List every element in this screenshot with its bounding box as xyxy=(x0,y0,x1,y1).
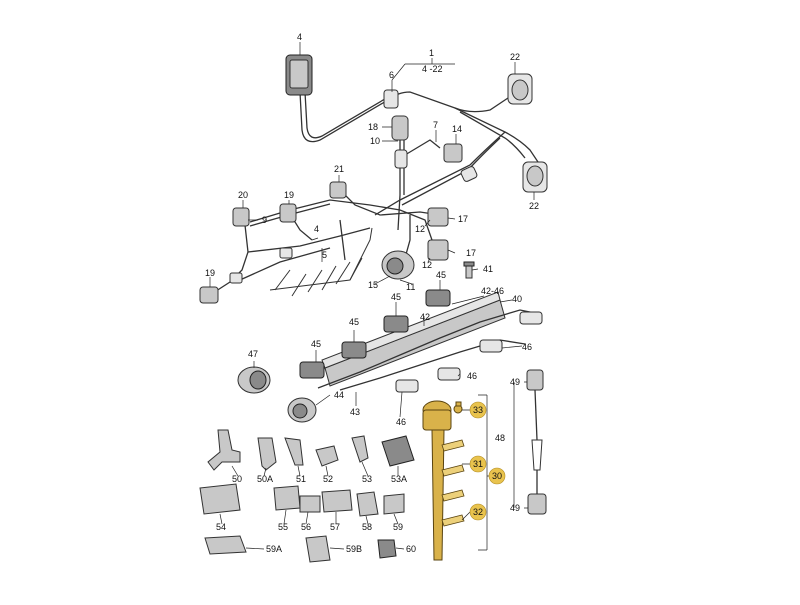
callout-30: 30 xyxy=(492,471,502,481)
callout-14: 14 xyxy=(452,124,462,134)
callout-45-b: 45 xyxy=(391,292,401,302)
callout-11: 11 xyxy=(406,282,415,292)
callout-22-top: 22 xyxy=(510,52,520,62)
highlighted-harness-30 xyxy=(422,400,465,561)
connector-4 xyxy=(285,54,313,96)
callout-53A: 53A xyxy=(391,474,407,484)
connector-14 xyxy=(443,143,463,163)
callout-58: 58 xyxy=(362,522,372,532)
connector-22-top xyxy=(507,73,533,105)
callout-49-upper: 49 xyxy=(510,377,520,387)
connector-19-upper xyxy=(279,203,297,223)
connector-22-bottom xyxy=(522,161,548,193)
callout-46-c: 46 xyxy=(396,417,406,427)
callout-9: 9 xyxy=(262,215,267,225)
callout-19-lower: 19 xyxy=(205,268,215,278)
callout-40: 40 xyxy=(512,294,522,304)
callout-50: 50 xyxy=(232,474,242,484)
callout-51: 51 xyxy=(296,474,306,484)
connector-11 xyxy=(381,250,415,280)
callout-6: 6 xyxy=(389,70,394,80)
callout-41: 41 xyxy=(483,264,493,274)
callout-19-upper: 19 xyxy=(284,190,294,200)
callout-20: 20 xyxy=(238,190,248,200)
connector-21 xyxy=(329,181,347,199)
callout-59B: 59B xyxy=(346,544,362,554)
connector-17-upper xyxy=(427,207,449,227)
callout-49-lower: 49 xyxy=(510,503,520,513)
connector-19-lower xyxy=(199,286,219,304)
grommet-47 xyxy=(237,366,271,394)
bolt-41 xyxy=(463,261,475,279)
callout-12-upper: 12 xyxy=(415,224,425,234)
callout-57: 57 xyxy=(330,522,340,532)
callout-45-d: 45 xyxy=(311,339,321,349)
callout-48: 48 xyxy=(495,433,505,443)
callout-4-harness: 4 xyxy=(314,224,319,234)
callout-53: 53 xyxy=(362,474,372,484)
callout-42: 42 xyxy=(420,312,430,322)
callout-59: 59 xyxy=(393,522,403,532)
leader-lines xyxy=(209,42,535,551)
callout-15: 15 xyxy=(368,280,378,290)
callout-17-lower: 17 xyxy=(466,248,476,258)
callout-43: 43 xyxy=(350,407,360,417)
highlight-bubbles xyxy=(469,401,506,521)
callout-59A: 59A xyxy=(266,544,282,554)
callout-55: 55 xyxy=(278,522,288,532)
callout-21: 21 xyxy=(334,164,344,174)
callout-5: 5 xyxy=(322,250,327,260)
callout-7: 7 xyxy=(433,120,438,130)
connector-17-lower xyxy=(427,239,449,261)
callout-46-b: 46 xyxy=(467,371,477,381)
callout-45-c: 45 xyxy=(349,317,359,327)
callout-46-a: 46 xyxy=(522,342,532,352)
callout-12-lower: 12 xyxy=(422,260,432,270)
callout-54: 54 xyxy=(216,522,226,532)
callout-45-a: 45 xyxy=(436,270,446,280)
callout-18: 18 xyxy=(368,122,378,132)
callout-52: 52 xyxy=(323,474,333,484)
callout-4-22: 4 -22 xyxy=(422,64,443,74)
callout-47: 47 xyxy=(248,349,258,359)
callout-31: 31 xyxy=(473,459,483,469)
callout-60: 60 xyxy=(406,544,416,554)
connector-18 xyxy=(391,115,409,141)
callout-44: 44 xyxy=(334,390,344,400)
callout-labels: 1 4 -22 4 6 22 22 18 10 7 14 21 20 19 9 … xyxy=(205,32,539,554)
callout-4: 4 xyxy=(297,32,302,42)
callout-1: 1 xyxy=(429,48,434,58)
connector-20 xyxy=(232,207,250,227)
callout-32: 32 xyxy=(473,507,483,517)
callout-56: 56 xyxy=(301,522,311,532)
brackets xyxy=(199,429,415,563)
injector-rail-40 xyxy=(287,289,543,423)
callout-50A: 50A xyxy=(257,474,273,484)
callout-42-46: 42-46 xyxy=(481,286,504,296)
callout-33: 33 xyxy=(473,405,483,415)
sensor-48 xyxy=(526,369,547,515)
callout-22-bottom: 22 xyxy=(529,201,539,211)
callout-17-upper: 17 xyxy=(458,214,468,224)
callout-10: 10 xyxy=(370,136,380,146)
